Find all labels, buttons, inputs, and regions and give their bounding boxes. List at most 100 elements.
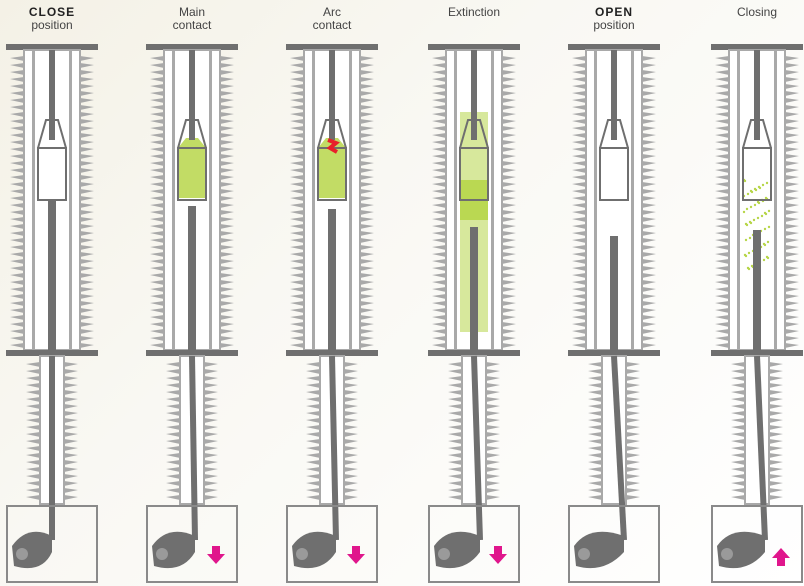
gas-particle: [746, 224, 748, 226]
insulator-fins: [166, 362, 180, 500]
inner-wall-right: [631, 50, 634, 350]
stage-label-6: Closing: [702, 6, 804, 19]
gas-particle: [745, 239, 747, 241]
gas-particle: [766, 182, 768, 184]
insulator-fins: [715, 56, 729, 348]
inner-wall-right: [491, 50, 494, 350]
stage-1: [6, 44, 98, 582]
inner-wall-right: [349, 50, 352, 350]
gas-particle: [746, 208, 748, 210]
insulator-fins: [642, 56, 656, 348]
gas-particle: [744, 180, 746, 182]
inner-wall-left: [594, 50, 597, 350]
gas-particle: [768, 210, 770, 212]
inner-wall-left: [172, 50, 175, 350]
insulator-fins: [588, 362, 602, 500]
gas-particle: [754, 204, 756, 206]
drive-rod: [192, 356, 195, 540]
inner-wall-right: [774, 50, 777, 350]
gas-particle: [749, 237, 751, 239]
stage-label-text: Closing: [702, 6, 804, 19]
arrow-down-icon: [207, 546, 225, 564]
fixed-contact: [189, 50, 195, 140]
moving-contact-rod: [188, 206, 196, 356]
arrow-down-icon: [347, 546, 365, 564]
gas-particle: [761, 215, 763, 217]
inner-wall-left: [454, 50, 457, 350]
gas-particle: [748, 252, 750, 254]
insulator-fins: [10, 56, 24, 348]
crank-pivot: [296, 548, 308, 560]
insulator-fins: [26, 362, 40, 500]
drive-rod: [332, 356, 336, 540]
inner-wall-left: [312, 50, 315, 350]
stage-label-5: OPENposition: [559, 6, 669, 32]
gas-particle: [768, 226, 770, 228]
stage-5: [568, 44, 660, 582]
insulator-fins: [150, 56, 164, 348]
inner-wall-left: [737, 50, 740, 350]
stage-label-text: contact: [137, 19, 247, 32]
insulator-fins: [785, 56, 799, 348]
gas-particle: [764, 244, 766, 246]
fixed-contact: [329, 50, 335, 140]
insulator-fins: [80, 56, 94, 348]
insulator-fins: [626, 362, 640, 500]
gas-particle: [751, 191, 753, 193]
insulator-fins: [769, 362, 783, 500]
inner-wall-right: [209, 50, 212, 350]
crank-pivot: [16, 548, 28, 560]
crank-pivot: [438, 548, 450, 560]
gas-particle: [757, 217, 759, 219]
gas-particle: [758, 202, 760, 204]
fixed-contact: [611, 50, 617, 140]
moving-contact-rod: [48, 200, 56, 350]
insulator-fins: [64, 362, 78, 500]
stage-6: [711, 44, 803, 582]
gas-particle: [748, 268, 750, 270]
insulator-fins: [204, 362, 218, 500]
gas-particle: [765, 213, 767, 215]
moving-contact-rod: [328, 209, 336, 359]
gas-particle: [762, 184, 764, 186]
gas-particle: [764, 228, 766, 230]
insulator-fins: [220, 56, 234, 348]
arrow-down-icon: [489, 546, 507, 564]
insulator-fins: [306, 362, 320, 500]
insulator-fins: [360, 56, 374, 348]
inner-wall-right: [69, 50, 72, 350]
gas-particle: [750, 222, 752, 224]
gas-particle: [763, 259, 765, 261]
gas-particle: [745, 255, 747, 257]
stage-label-4: Extinction: [419, 6, 529, 19]
insulator-fins: [290, 56, 304, 348]
inner-wall-left: [32, 50, 35, 350]
fixed-contact: [754, 50, 760, 140]
arrow-up-icon: [772, 548, 790, 566]
insulator-fins: [731, 362, 745, 500]
stage-label-text: position: [559, 19, 669, 32]
stage-label-text: position: [0, 19, 107, 32]
gas-particle: [755, 189, 757, 191]
gas-particle: [767, 241, 769, 243]
gas-particle: [750, 206, 752, 208]
gas-particle: [747, 193, 749, 195]
gas-particle: [759, 187, 761, 189]
insulator-fins: [448, 362, 462, 500]
insulator-fins: [486, 362, 500, 500]
insulator-fins: [572, 56, 586, 348]
stage-3: [286, 44, 378, 582]
stage-label-text: contact: [277, 19, 387, 32]
stage-4: [428, 44, 520, 582]
gas-particle: [743, 211, 745, 213]
crank-pivot: [578, 548, 590, 560]
insulator-fins: [502, 56, 516, 348]
insulator-fins: [432, 56, 446, 348]
stage-2: [146, 44, 238, 582]
crank-pivot: [721, 548, 733, 560]
stage-label-text: Extinction: [419, 6, 529, 19]
